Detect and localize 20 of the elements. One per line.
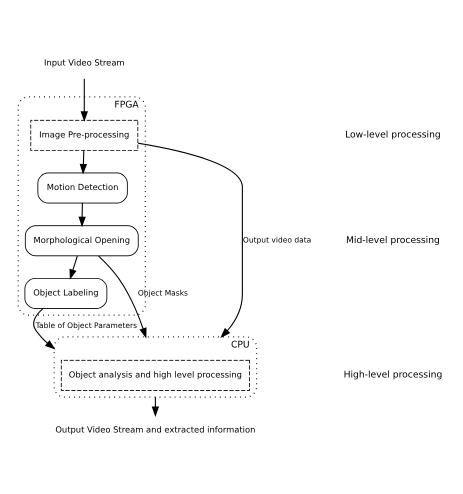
arrow	[78, 203, 86, 228]
edge-label: Output video data	[242, 236, 312, 245]
arrow	[152, 397, 160, 418]
node-box: Motion Detection	[37, 172, 128, 204]
arrow	[98, 256, 147, 338]
edge-label: Table of Object Parameters	[36, 320, 138, 330]
edge-label: Object Masks	[138, 288, 188, 298]
arrow	[80, 150, 88, 174]
label: Mid-level processing	[346, 235, 440, 246]
arrow	[138, 142, 243, 338]
node-box: Morphological Opening	[24, 225, 139, 256]
node-text: Input Video Stream	[44, 57, 125, 68]
node-box: Object Labeling	[24, 278, 108, 309]
label: High-level processing	[344, 370, 442, 381]
node-text: Output Video Stream and extracted information	[55, 424, 256, 435]
label: Low-level processing	[345, 130, 441, 141]
arrow	[80, 78, 88, 122]
node-box: Image Pre-processing	[30, 120, 138, 151]
arrow	[69, 256, 78, 280]
node-box: Object analysis and high level processing	[60, 360, 250, 391]
